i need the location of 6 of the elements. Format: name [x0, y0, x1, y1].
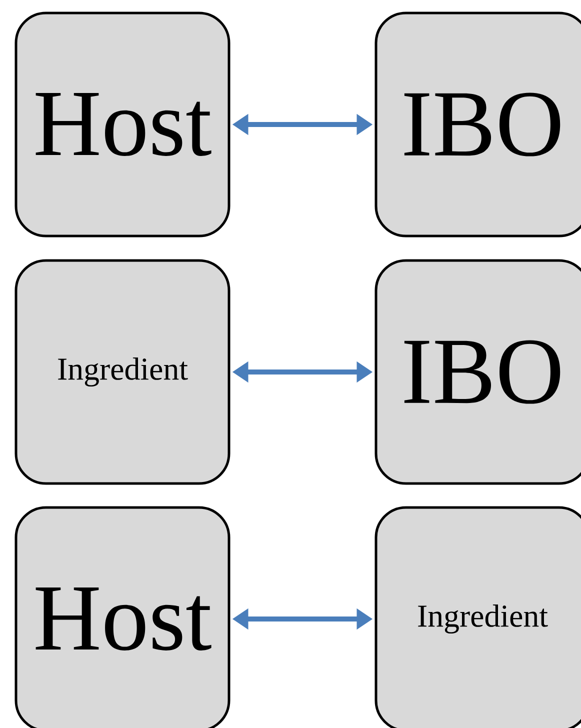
rounded-box: IBO	[374, 12, 581, 238]
rounded-box: Ingredient	[374, 506, 581, 728]
rounded-box: IBO	[374, 259, 581, 485]
rounded-box: Host	[14, 506, 230, 728]
rounded-box: Host	[14, 12, 230, 238]
rounded-box: Ingredient	[14, 259, 230, 485]
